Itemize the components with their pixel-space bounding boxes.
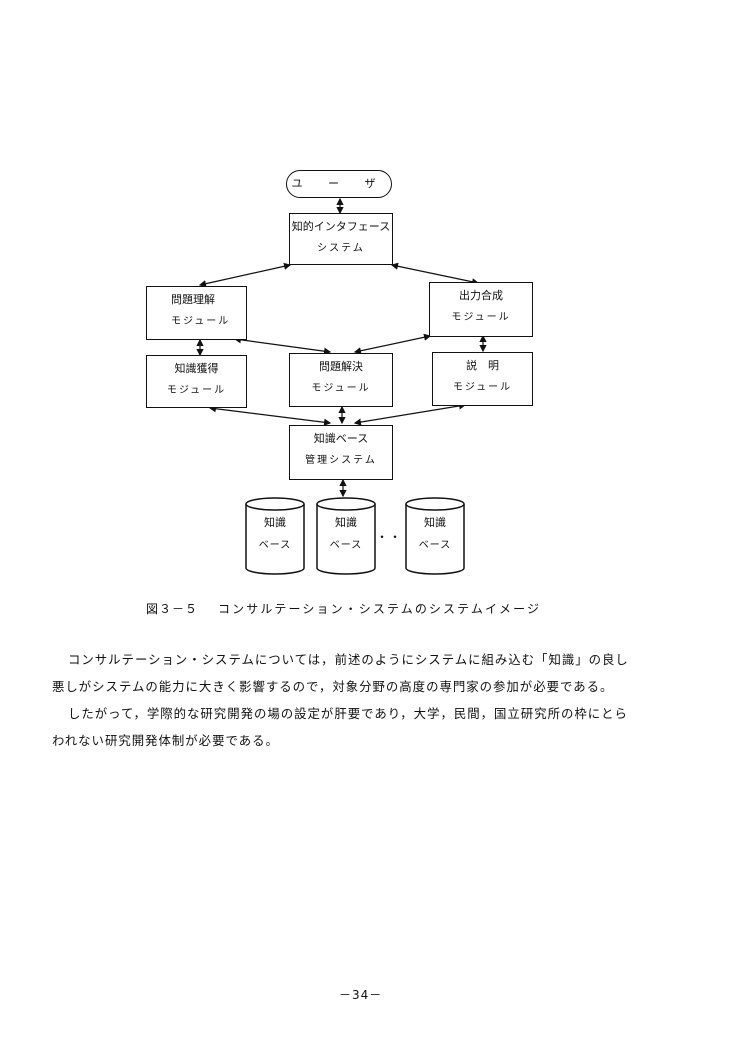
kb2-line2: ベース bbox=[329, 540, 363, 551]
kb3-line1: 知識 bbox=[424, 516, 446, 529]
database-cylinder-icon bbox=[405, 497, 465, 575]
page-number: －34－ bbox=[339, 988, 383, 1002]
knowledge-acquisition-box: 知識獲得 モジュール bbox=[146, 355, 247, 408]
database-cylinder-icon bbox=[316, 497, 376, 575]
output-line2: モジュール bbox=[451, 311, 511, 323]
connector-understanding-solving bbox=[233, 336, 332, 355]
kb-management-box: 知識ベース 管理システム bbox=[289, 425, 393, 480]
acquisition-line1: 知識獲得 bbox=[174, 362, 219, 375]
knowledge-base-1: 知識 ベース bbox=[245, 496, 305, 576]
problem-understanding-box: 問題理解 モジュール bbox=[146, 286, 247, 340]
connector-interface-output bbox=[390, 262, 480, 286]
paragraph-2-line-2: われない研究開発体制が必要である。 bbox=[52, 733, 279, 748]
paragraph-1-line-1: コンサルテーション・システムについては，前述のようにシステムに組み込む「知識」の… bbox=[68, 652, 629, 667]
understanding-line1: 問題理解 bbox=[171, 293, 215, 306]
kb2-line1: 知識 bbox=[335, 516, 357, 529]
figure-number: 図３－５ bbox=[146, 602, 199, 616]
acquisition-line2: モジュール bbox=[166, 384, 227, 396]
interface-line2: システム bbox=[317, 242, 365, 254]
database-cylinder-icon bbox=[245, 497, 305, 575]
explanation-box: 説 明 モジュール bbox=[432, 352, 533, 406]
paragraph-2-line-1: したがって，学際的な研究開発の場の設定が肝要であり，大学，民間，国立研究所の枠に… bbox=[68, 706, 628, 721]
knowledge-base-3: 知識 ベース bbox=[405, 496, 465, 576]
connector-interface-understanding bbox=[198, 262, 292, 288]
explanation-line1: 説 明 bbox=[466, 359, 499, 372]
connector-output-solving bbox=[353, 333, 432, 355]
kb1-line1: 知識 bbox=[264, 516, 286, 529]
problem-solving-box: 問題解決 モジュール bbox=[289, 353, 393, 407]
explanation-line2: モジュール bbox=[452, 381, 513, 393]
figure-title: コンサルテーション・システムのシステムイメージ bbox=[218, 602, 542, 616]
connector-acquisition-kbmanager bbox=[208, 405, 332, 426]
kb-manager-line2: 管理システム bbox=[305, 454, 377, 466]
output-synthesis-box: 出力合成 モジュール bbox=[429, 282, 533, 337]
knowledge-base-2: 知識 ベース bbox=[316, 496, 376, 576]
user-node: ユ ー ザ bbox=[286, 170, 392, 198]
kb-manager-line1: 知識ベース bbox=[313, 432, 369, 445]
figure-caption: 図３－５ コンサルテーション・システムのシステムイメージ bbox=[146, 600, 541, 617]
solving-line1: 問題解決 bbox=[319, 360, 363, 373]
interface-system-box: 知的インタフェース システム bbox=[289, 213, 393, 265]
understanding-line2: モジュール bbox=[171, 315, 231, 327]
kb3-line2: ベース bbox=[418, 540, 452, 551]
connector-explanation-kbmanager bbox=[353, 402, 467, 426]
solving-line2: モジュール bbox=[311, 382, 371, 394]
interface-line1: 知的インタフェース bbox=[291, 220, 391, 233]
kb1-line2: ベース bbox=[258, 540, 292, 551]
paragraph-1-line-2: 悪しがシステムの能力に大きく影響するので，対象分野の高度の専門家の参加が必要であ… bbox=[52, 679, 614, 694]
output-line1: 出力合成 bbox=[459, 289, 503, 302]
